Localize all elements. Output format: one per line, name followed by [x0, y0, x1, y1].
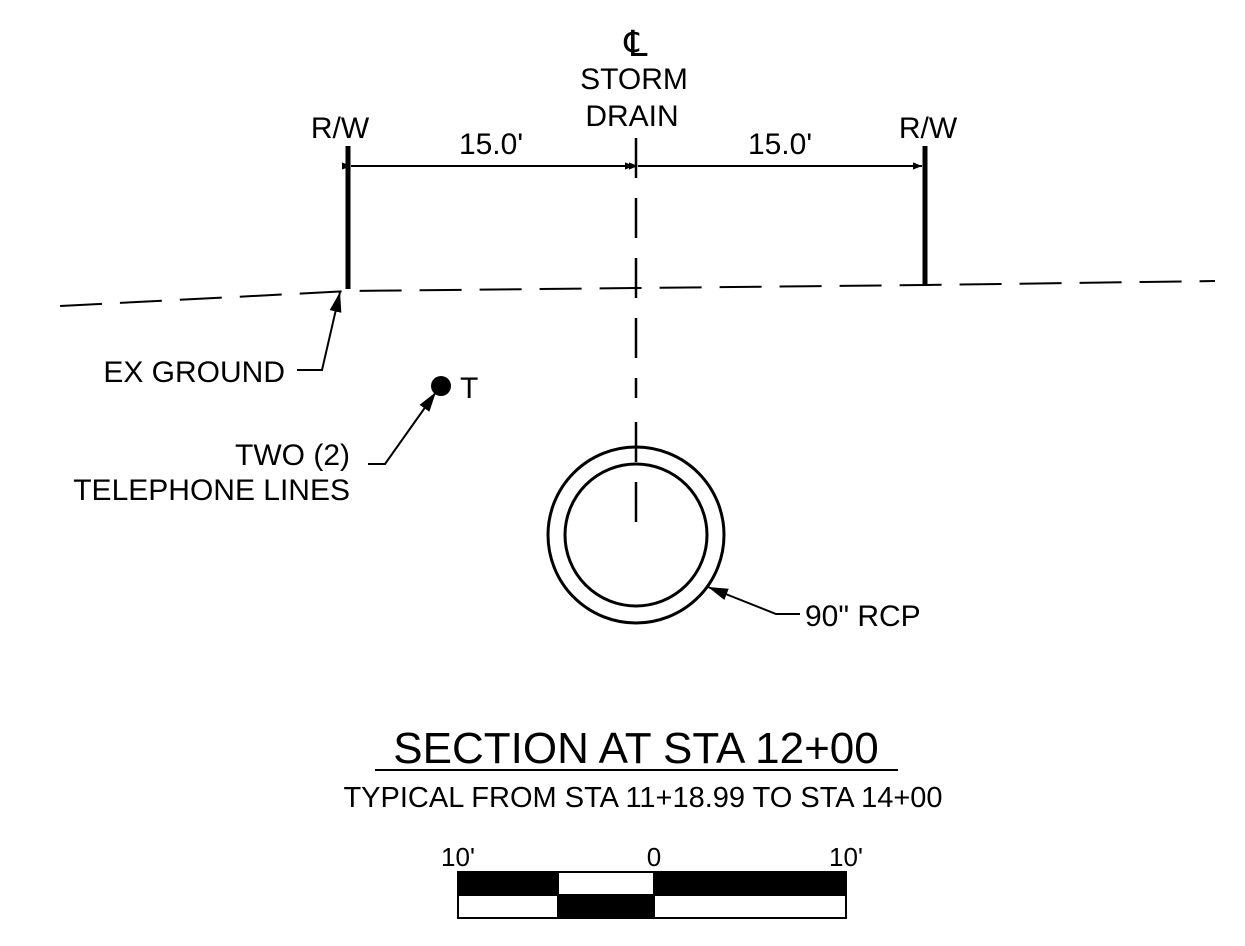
scale-frame — [457, 871, 847, 919]
existing-ground-line — [59, 280, 1216, 307]
centerline-symbol: ℄ — [623, 23, 647, 64]
telephone-label-line-1: TWO (2) — [235, 439, 350, 472]
centerline-label-storm: STORM — [580, 63, 688, 96]
graphic-scale-bar — [457, 871, 847, 919]
telephone-leader — [368, 391, 437, 465]
pipe-leader — [707, 586, 800, 615]
dimension-text-right: 15.0' — [748, 128, 812, 161]
telephone-mark-label: T — [460, 372, 478, 405]
dimension-text-left: 15.0' — [459, 128, 523, 161]
scale-label-right: 10' — [829, 842, 863, 872]
scale-segment — [557, 871, 655, 896]
row-label-left: R/W — [311, 112, 370, 145]
pipe-label: 90" RCP — [805, 600, 921, 633]
ex-ground-leader — [297, 291, 342, 371]
pipe-inner-wall — [563, 462, 709, 608]
telephone-line-marker — [431, 376, 451, 396]
scale-segment — [654, 872, 846, 895]
ex-ground-label: EX GROUND — [103, 356, 285, 389]
pipe-outer-wall — [546, 445, 726, 625]
section-title: SECTION AT STA 12+00 — [393, 724, 878, 773]
row-label-right: R/W — [899, 112, 958, 145]
telephone-label-line-2: TELEPHONE LINES — [73, 474, 350, 507]
scale-segment — [458, 872, 558, 895]
scale-segment — [653, 894, 847, 919]
section-subtitle: TYPICAL FROM STA 11+18.99 TO STA 14+00 — [343, 782, 942, 814]
scale-segment — [558, 895, 654, 918]
scale-label-left: 10' — [441, 842, 475, 872]
centerline-label-drain: DRAIN — [585, 100, 678, 133]
scale-segment — [457, 894, 559, 919]
scale-label-center: 0 — [647, 842, 661, 872]
